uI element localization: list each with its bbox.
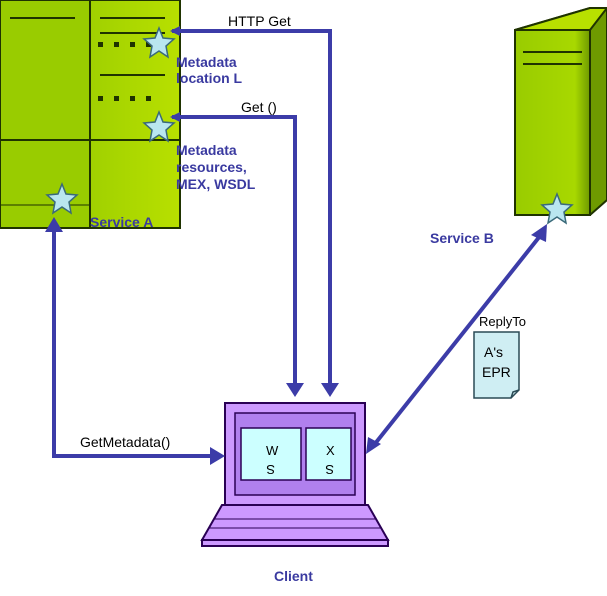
get-metadata-arrow-up-head bbox=[45, 217, 63, 232]
client-window-right bbox=[305, 427, 352, 481]
get-metadata-arrow bbox=[52, 226, 214, 458]
service-b-arrow bbox=[372, 234, 542, 447]
service-a-label: Service A bbox=[90, 214, 153, 230]
arrows bbox=[45, 26, 547, 465]
http-get-arrow bbox=[170, 26, 332, 388]
star-icon-metadata-location bbox=[142, 25, 176, 59]
epr-doc-line-1: A's bbox=[484, 344, 503, 360]
metadata-location-label-1: Metadata bbox=[176, 54, 237, 70]
epr-doc-line-2: EPR bbox=[482, 364, 511, 380]
service-b-label: Service B bbox=[430, 230, 494, 246]
right-window-glyph-2: S bbox=[325, 462, 334, 477]
service-b-server bbox=[514, 7, 607, 216]
left-window-glyph-2: S bbox=[266, 462, 275, 477]
get-metadata-label: GetMetadata() bbox=[80, 434, 170, 450]
get-arrow bbox=[170, 112, 297, 388]
epr-document bbox=[473, 331, 520, 399]
metadata-resources-label-1: Metadata bbox=[176, 142, 237, 158]
http-get-arrow-down-head bbox=[321, 383, 339, 397]
service-b-arrow-head-bottom bbox=[366, 437, 381, 454]
client-window-left bbox=[240, 427, 302, 481]
reply-to-label: ReplyTo bbox=[479, 314, 526, 329]
metadata-location-label-2: location L bbox=[176, 70, 243, 86]
get-label: Get () bbox=[241, 99, 277, 115]
left-window-glyph-1: W bbox=[266, 443, 279, 458]
metadata-resources-label-3: MEX, WSDL bbox=[176, 176, 256, 192]
right-window-glyph-1: X bbox=[326, 443, 335, 458]
metadata-resources-label-2: resources, bbox=[176, 159, 247, 175]
service-b-arrow-head-top bbox=[531, 224, 547, 242]
http-get-label: HTTP Get bbox=[228, 13, 291, 29]
get-metadata-arrow-right-head bbox=[210, 447, 225, 465]
star-icon-service-b bbox=[540, 191, 574, 225]
star-icon-metadata-resources bbox=[142, 109, 176, 143]
client-label: Client bbox=[274, 568, 313, 584]
get-arrow-down-head bbox=[286, 383, 304, 397]
star-icon-service-a bbox=[45, 181, 79, 215]
service-a-server bbox=[0, 0, 181, 229]
